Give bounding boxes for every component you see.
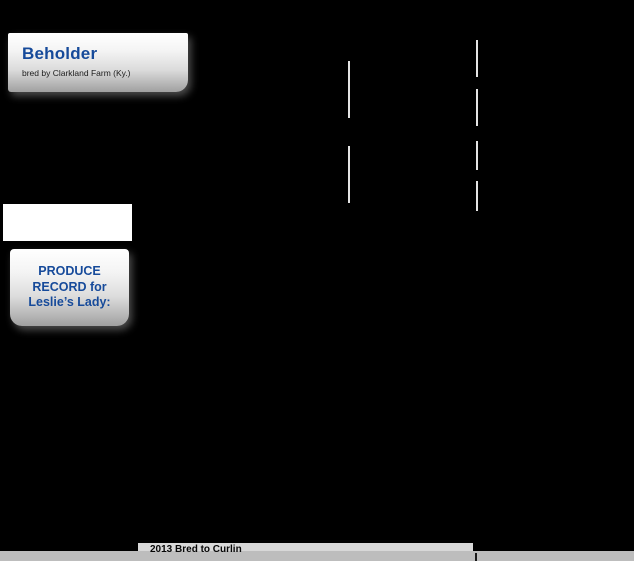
pedigree-bracket-line [476, 141, 478, 170]
pedigree-bracket-line [348, 61, 350, 118]
produce-record-label-line: PRODUCE [38, 264, 101, 279]
pedigree-bracket-line [348, 146, 350, 203]
footer-cutoff-mark [475, 553, 477, 561]
horse-name: Beholder [22, 44, 98, 63]
produce-record-label-line: Leslie’s Lady: [28, 295, 111, 310]
pedigree-info-box [3, 204, 132, 241]
produce-record-badge: PRODUCE RECORD for Leslie’s Lady: [10, 249, 129, 326]
produce-record-label-line: RECORD for [32, 279, 107, 294]
horse-name-badge: Beholder bred by Clarkland Farm (Ky.) [8, 33, 188, 92]
footer-produce-entry: 2013 Bred to Curlin [150, 544, 242, 555]
bred-by-line: bred by Clarkland Farm (Ky.) [22, 68, 131, 78]
pedigree-bracket-line [476, 181, 478, 211]
pedigree-bracket-line [476, 89, 478, 126]
pedigree-bracket-line [476, 40, 478, 77]
footer-strip [0, 551, 634, 561]
